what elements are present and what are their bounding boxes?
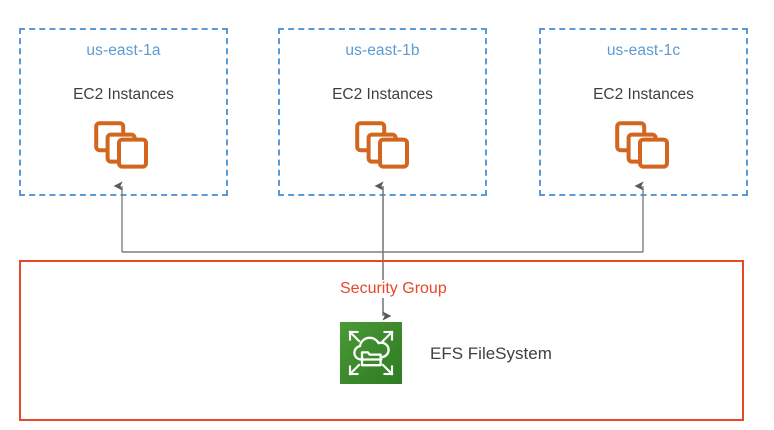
az-resource-label-us-east-1b: EC2 Instances: [332, 86, 433, 103]
security-group-label: Security Group: [338, 280, 449, 298]
az-label-us-east-1a: us-east-1a: [86, 42, 161, 59]
az-label-us-east-1c: us-east-1c: [606, 42, 681, 59]
az-label-us-east-1b: us-east-1b: [345, 42, 420, 59]
availability-zone-us-east-1a[interactable]: [19, 28, 228, 196]
efs-filesystem-label: EFS FileSystem: [430, 344, 552, 363]
ec2-instances-icon: [94, 121, 152, 171]
az-resource-label-us-east-1a: EC2 Instances: [73, 86, 174, 103]
az-resource-label-us-east-1c: EC2 Instances: [593, 86, 694, 103]
ec2-instances-icon: [615, 121, 673, 171]
efs-filesystem-icon: [340, 322, 402, 384]
ec2-instances-icon: [355, 121, 413, 171]
security-group-box[interactable]: [19, 260, 744, 421]
